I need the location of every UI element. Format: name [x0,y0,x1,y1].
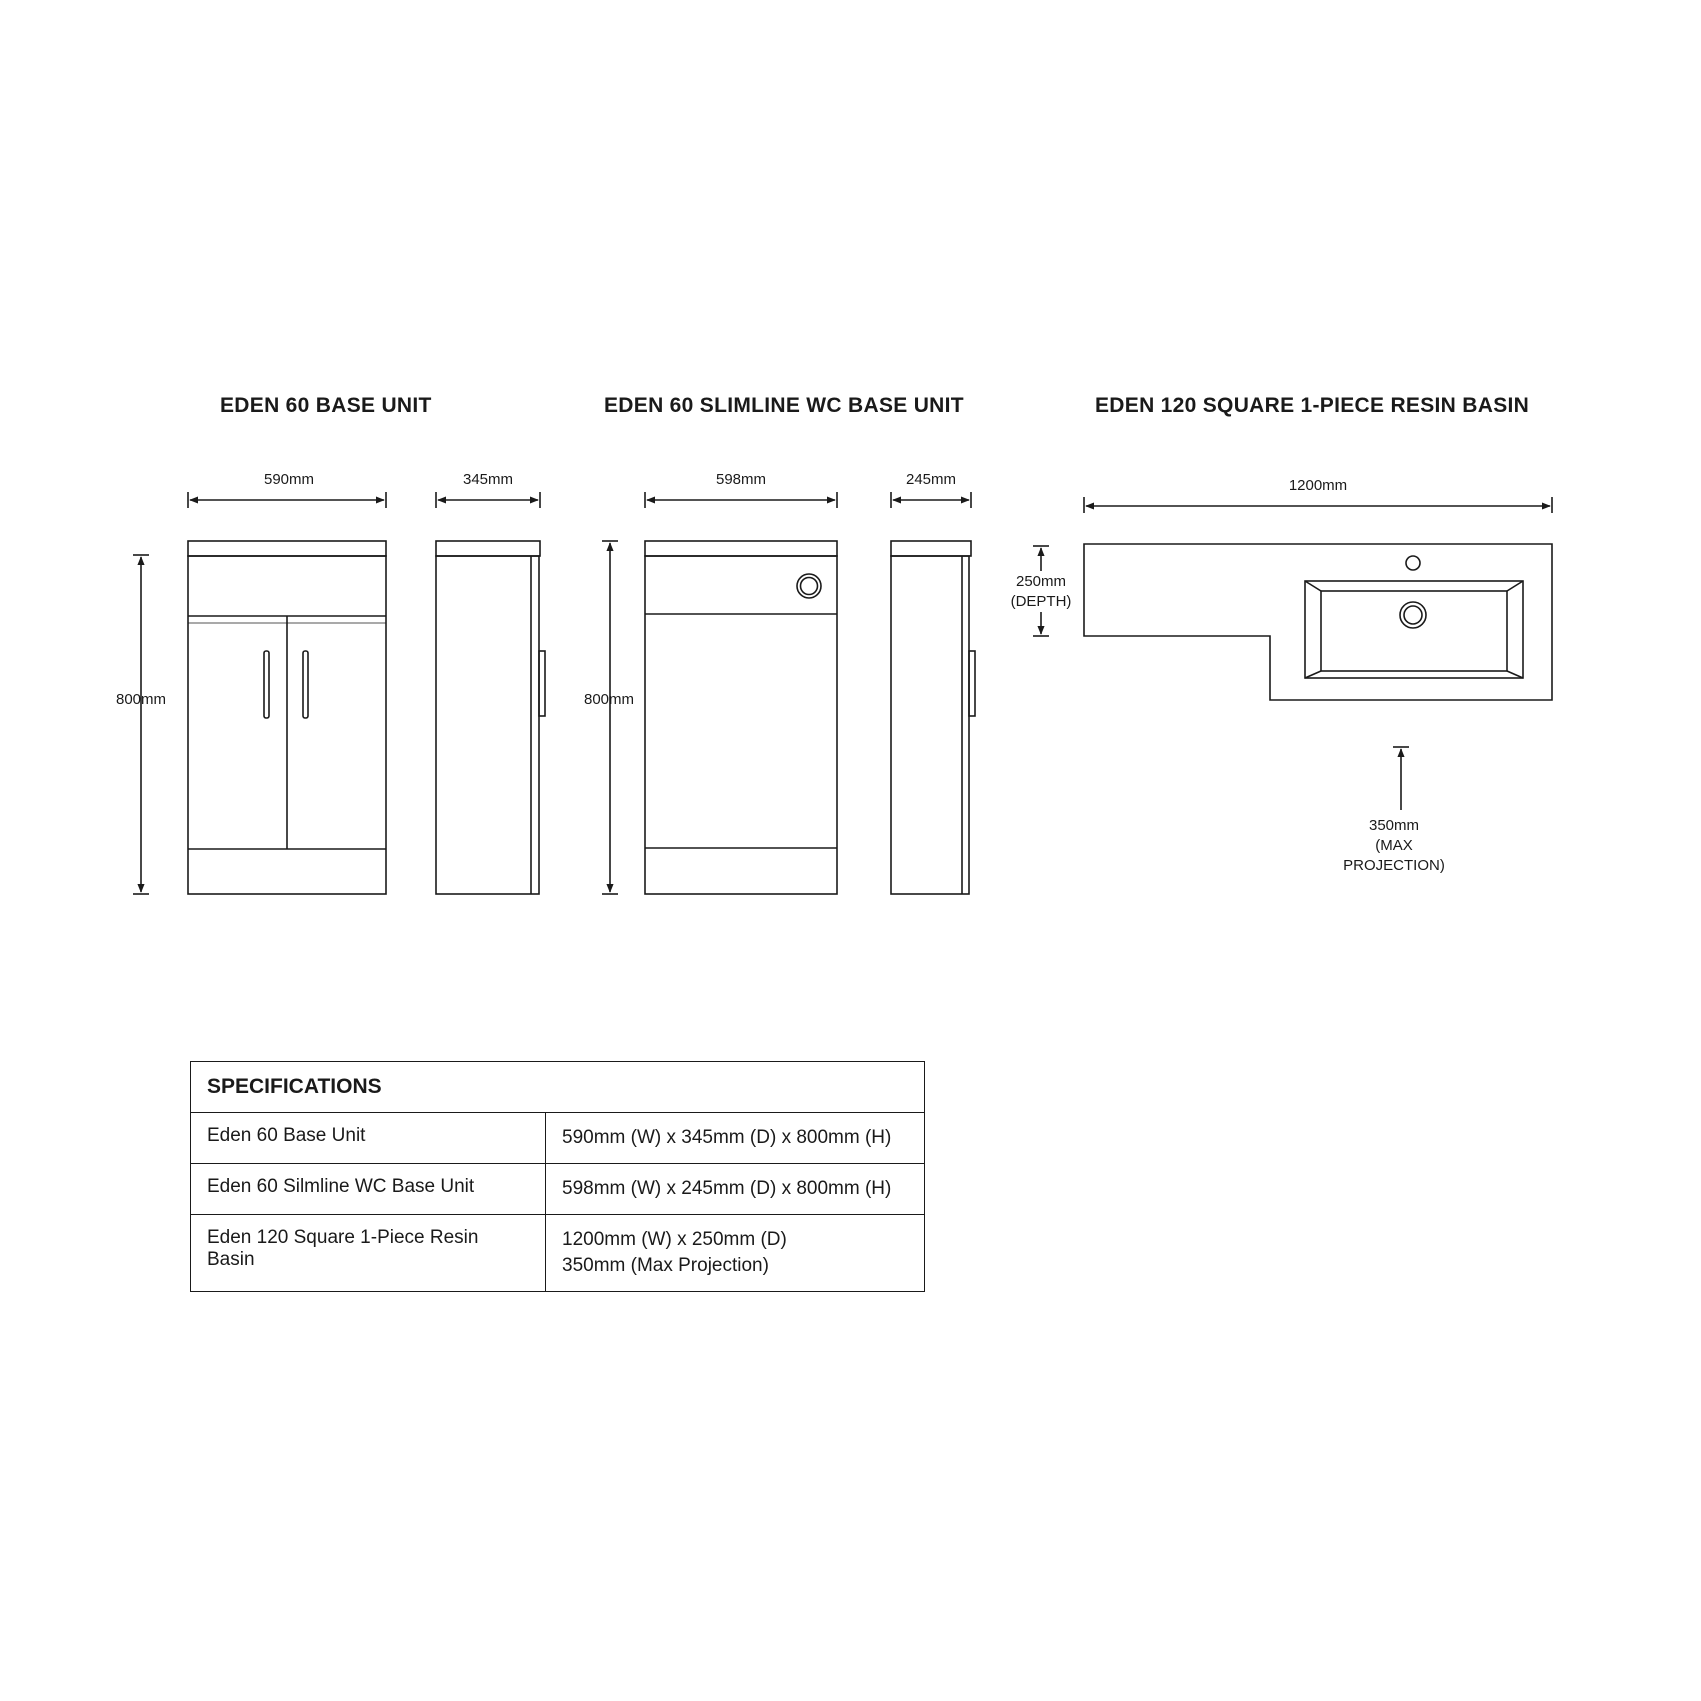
base-unit-front-view [187,540,387,895]
base-unit-depth-label: 345mm [463,471,513,488]
basin-projection-dimension: 350mm (MAX PROJECTION) [1343,746,1445,874]
base-unit-width-dimension: 590mm [187,471,387,508]
base-unit-height-dimension: 800mm [116,554,166,895]
wc-unit-width-dimension: 598mm [644,471,838,508]
door-handle-left [263,650,270,719]
spec-product-name: Eden 60 Silmline WC Base Unit [190,1163,546,1215]
specifications-table: SPECIFICATIONS Eden 60 Base Unit 590mm (… [190,1061,925,1292]
spec-dimension-line: 350mm (Max Projection) [562,1255,769,1276]
tap-hole-icon [1405,555,1421,571]
basin-depth-label: 250mm [1016,573,1066,590]
spec-dimension-line: 590mm (W) x 345mm (D) x 800mm (H) [562,1127,892,1148]
table-row: Eden 60 Base Unit 590mm (W) x 345mm (D) … [190,1112,925,1164]
spec-dimensions: 1200mm (W) x 250mm (D) 350mm (Max Projec… [545,1214,925,1292]
wc-unit-height-dimension: 800mm [584,540,634,895]
spec-product-name: Eden 60 Base Unit [190,1112,546,1164]
spec-dimension-line: 1200mm (W) x 250mm (D) [562,1229,787,1250]
basin-width-label: 1200mm [1289,477,1347,494]
basin-plan-view [1083,543,1553,701]
base-unit-title: EDEN 60 BASE UNIT [220,394,432,417]
basin-projection-label: 350mm [1369,817,1419,834]
table-row: Eden 60 Silmline WC Base Unit 598mm (W) … [190,1163,925,1215]
base-unit-side-view [435,540,546,895]
spec-product-name: Eden 120 Square 1-Piece Resin Basin [190,1214,546,1292]
basin-projection-note-1: (MAX [1375,837,1413,854]
table-row: Eden 120 Square 1-Piece Resin Basin 1200… [190,1214,925,1292]
spec-dimensions: 590mm (W) x 345mm (D) x 800mm (H) [545,1112,925,1164]
basin-projection-note-2: PROJECTION) [1343,857,1445,874]
wc-unit-side-view [890,540,976,895]
specifications-header-row: SPECIFICATIONS [190,1061,925,1113]
basin-title: EDEN 120 SQUARE 1-PIECE RESIN BASIN [1095,394,1530,417]
wc-unit-front-view [644,540,838,895]
flush-button-icon [796,573,822,599]
basin-depth-dimension: 250mm (DEPTH) [1011,545,1072,637]
door-handle-right [302,650,309,719]
basin-width-dimension: 1200mm [1083,477,1553,513]
specifications-heading: SPECIFICATIONS [190,1061,925,1113]
basin-depth-note: (DEPTH) [1011,593,1072,610]
wc-unit-depth-dimension: 245mm [890,471,972,508]
wc-unit-depth-label: 245mm [906,471,956,488]
spec-dimensions: 598mm (W) x 245mm (D) x 800mm (H) [545,1163,925,1215]
wc-unit-title: EDEN 60 SLIMLINE WC BASE UNIT [604,394,964,417]
wc-unit-width-label: 598mm [716,471,766,488]
base-unit-height-label: 800mm [116,691,166,708]
wc-unit-height-label: 800mm [584,691,634,708]
base-unit-width-label: 590mm [264,471,314,488]
spec-dimension-line: 598mm (W) x 245mm (D) x 800mm (H) [562,1178,892,1199]
basin-waste-icon [1399,601,1427,629]
base-unit-depth-dimension: 345mm [435,471,541,508]
